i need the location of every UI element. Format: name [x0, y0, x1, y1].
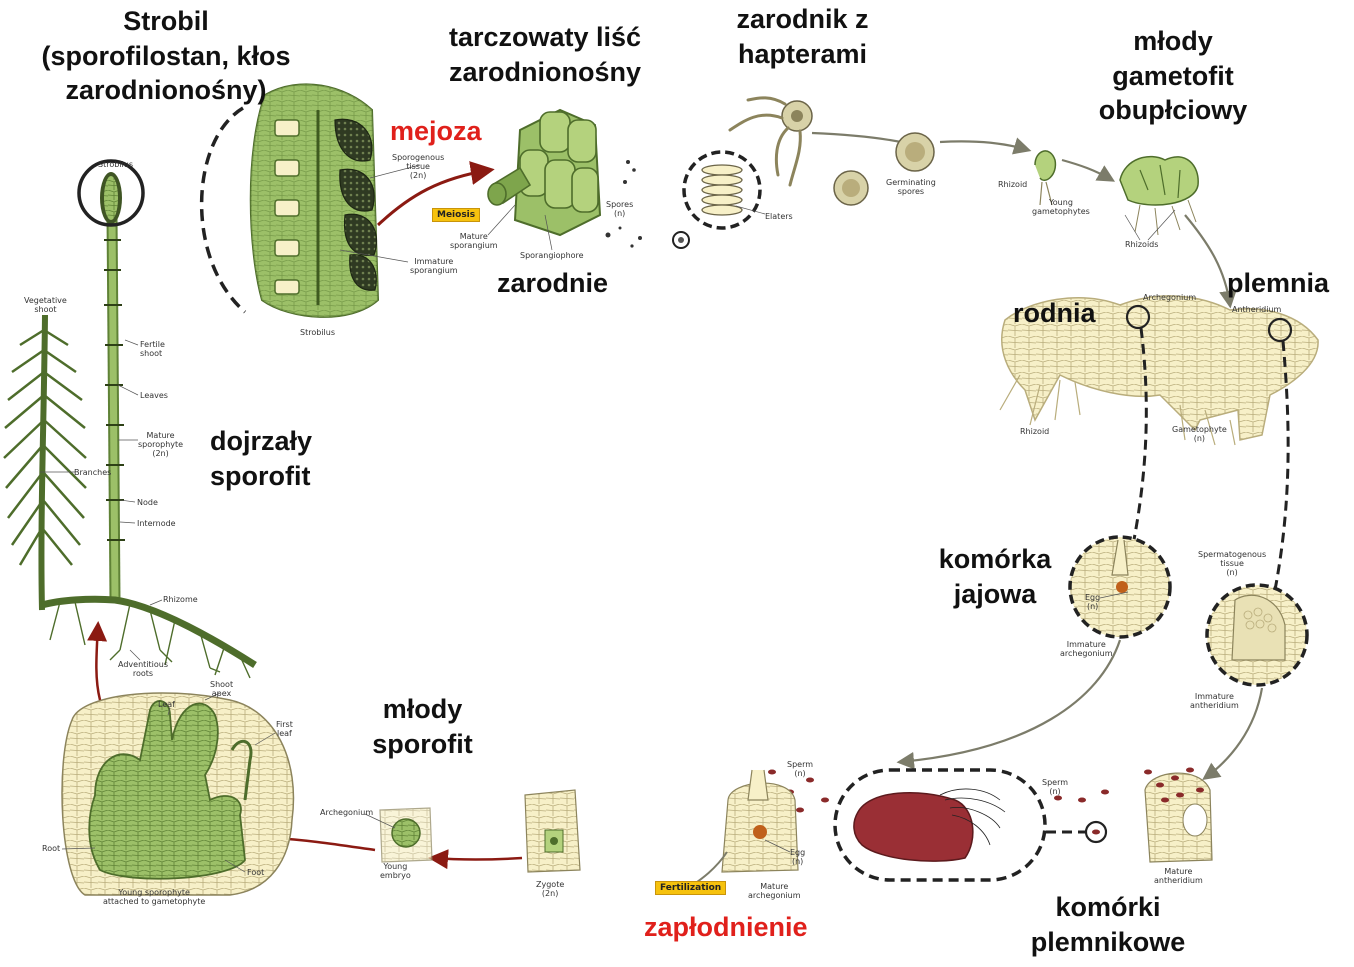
label-mlody-gametofit: młody gametofit obupłciowy — [1078, 24, 1268, 128]
label-mature-sporangium: Mature sporangium — [450, 232, 498, 250]
label-strobilus-top: Strobilus — [98, 160, 133, 169]
label-egg-2: Egg (n) — [790, 848, 805, 866]
label-germinating-spores: Germinating spores — [886, 178, 936, 196]
label-spores: Spores (n) — [606, 200, 633, 218]
label-komorka-jajowa: komórka jajowa — [920, 542, 1070, 611]
label-rodnia: rodnia — [1013, 296, 1096, 331]
label-rhizoid-mid: Rhizoid — [1020, 427, 1049, 436]
label-internode: Internode — [137, 519, 176, 528]
label-mejoza: mejoza — [390, 114, 482, 149]
label-archegonium-top: Archegonium — [1143, 293, 1196, 302]
mature-archegonium — [722, 770, 798, 872]
label-adventitious-roots: Adventitious roots — [118, 660, 168, 678]
label-sperm-top: Sperm (n) — [787, 760, 813, 778]
zygote — [525, 790, 580, 872]
label-elaters: Elaters — [765, 212, 793, 221]
label-branches: Branches — [74, 468, 111, 477]
label-spermatogenous-tissue: Spermatogenous tissue (n) — [1198, 550, 1266, 578]
label-gametophyte: Gametophyte (n) — [1172, 425, 1227, 443]
label-egg-1: Egg (n) — [1085, 593, 1100, 611]
label-mature-sporophyte: Mature sporophyte (2n) — [138, 431, 183, 459]
label-rhizoids: Rhizoids — [1125, 240, 1158, 249]
label-first-leaf: First leaf — [276, 720, 293, 738]
label-zarodnik: zarodnik z hapterami — [715, 2, 890, 71]
label-tarczowaty-lisc: tarczowaty liść zarodnionośny — [430, 20, 660, 89]
label-root: Root — [42, 844, 60, 853]
label-strobilus-bottom: Strobilus — [300, 328, 335, 337]
label-immature-antheridium: Immature antheridium — [1190, 692, 1239, 710]
label-foot: Foot — [247, 868, 264, 877]
label-young-embryo: Young embryo — [380, 862, 411, 880]
label-shoot-apex: Shoot apex — [210, 680, 233, 698]
label-rhizome: Rhizome — [163, 595, 198, 604]
label-komorki-plemnikowe: komórki plemnikowe — [1013, 890, 1203, 959]
label-node: Node — [137, 498, 158, 507]
label-zygote: Zygote (2n) — [536, 880, 564, 898]
label-antheridium-top: Antheridium — [1232, 305, 1281, 314]
label-leaves: Leaves — [140, 391, 168, 400]
sporangiophore-illustration — [488, 110, 642, 248]
label-immature-archegonium: Immature archegonium — [1060, 640, 1113, 658]
mature-antheridium — [1144, 768, 1212, 863]
meiosis-tag: Meiosis — [432, 208, 480, 222]
label-vegetative-shoot: Vegetative shoot — [24, 296, 67, 314]
label-sporangiophore: Sporangiophore — [520, 251, 584, 260]
label-mature-archegonium: Mature archegonium — [748, 882, 801, 900]
fertilization-tag: Fertilization — [655, 881, 726, 895]
label-mature-antheridium: Mature antheridium — [1154, 867, 1203, 885]
label-archegonium-bottom: Archegonium — [320, 808, 373, 817]
young-gametophytes — [1120, 157, 1198, 235]
immature-archegonium — [1070, 537, 1170, 637]
young-embryo — [380, 808, 432, 862]
label-mlody-sporofit: młody sporofit — [355, 692, 490, 761]
immature-antheridium — [1207, 585, 1307, 685]
label-young-sporophyte-en: Young sporophyte attached to gametophyte — [103, 888, 205, 906]
label-rhizoid-top: Rhizoid — [998, 180, 1027, 189]
label-strobil: Strobil (sporofilostan, kłos zarodnionoś… — [27, 4, 305, 108]
label-zaplodnienie: zapłodnienie — [644, 910, 808, 945]
label-sperm-right: Sperm (n) — [1042, 778, 1068, 796]
young-gametophyte-small — [1035, 151, 1055, 205]
young-sporophyte — [62, 693, 293, 895]
strobilus-section — [251, 84, 378, 317]
label-immature-sporangium: Immature sporangium — [410, 257, 458, 275]
label-plemnia: plemnia — [1227, 266, 1329, 301]
spore-with-elaters — [673, 98, 812, 248]
label-young-gametophytes: Young gametophytes — [1032, 198, 1090, 216]
label-dojrzaly-sporofit: dojrzały sporofit — [210, 424, 312, 493]
label-zarodnie: zarodnie — [497, 266, 608, 301]
label-leaf: Leaf — [158, 700, 175, 709]
label-sporogenous-tissue: Sporogenous tissue (2n) — [392, 153, 444, 181]
label-fertile-shoot: Fertile shoot — [140, 340, 165, 358]
